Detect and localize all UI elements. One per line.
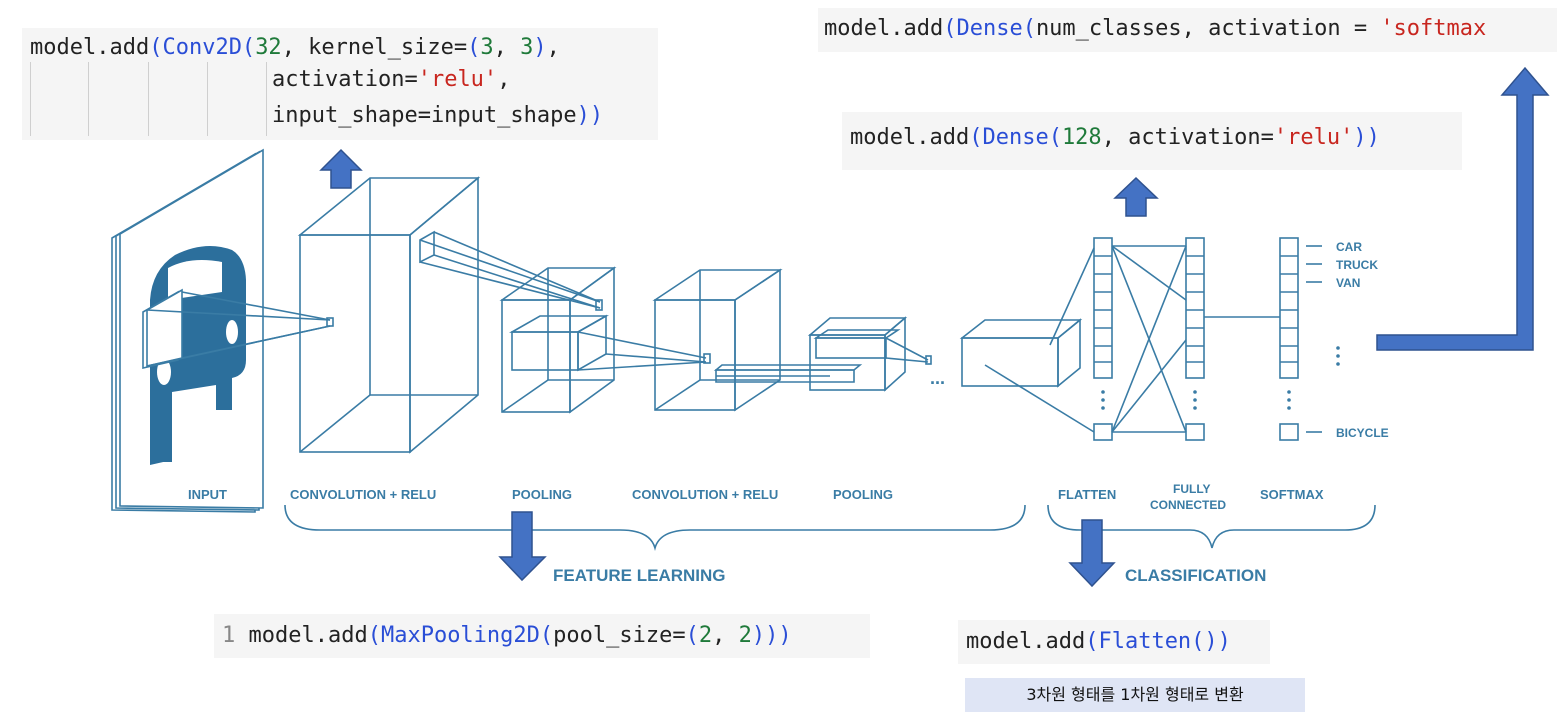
arrow-up-dense xyxy=(1113,176,1159,217)
feature-learning-brace xyxy=(284,504,1026,551)
arrow-down-flatten xyxy=(1068,519,1116,588)
code-line-1: model.add(Conv2D(32, kernel_size=(3, 3), xyxy=(30,35,560,60)
arrow-down-pooling xyxy=(498,511,547,582)
ellipsis-dots xyxy=(1101,346,1340,410)
label-softmax: SOFTMAX xyxy=(1260,487,1324,502)
code-block-maxpooling: 1 model.add(MaxPooling2D(pool_size=(2, 2… xyxy=(214,614,870,658)
pool1-volume xyxy=(499,266,617,414)
conv2-volume xyxy=(652,268,783,412)
fully-connected-column xyxy=(1185,237,1205,441)
label-classification: CLASSIFICATION xyxy=(1125,566,1266,585)
label-connected: CONNECTED xyxy=(1150,498,1226,512)
flatten-note: 3차원 형태를 1차원 형태로 변환 xyxy=(965,678,1305,712)
label-pool2: POOLING xyxy=(833,487,893,502)
indent-guides xyxy=(30,62,270,136)
code-block-conv2d: model.add(Conv2D(32, kernel_size=(3, 3), xyxy=(22,28,658,140)
arrow-up-conv xyxy=(319,148,363,189)
output-van: VAN xyxy=(1336,276,1360,290)
conv1-volume xyxy=(297,176,481,454)
pool2-volume xyxy=(807,316,908,392)
label-pool1: POOLING xyxy=(512,487,572,502)
flatten-column xyxy=(1093,237,1113,441)
label-input: INPUT xyxy=(188,487,227,502)
arrow-to-softmax xyxy=(1376,66,1550,351)
dots-label: ... xyxy=(930,368,945,388)
label-conv2: CONVOLUTION + RELU xyxy=(632,487,778,502)
output-truck: TRUCK xyxy=(1336,258,1378,272)
code-block-dense: model.add(Dense(128, activation='relu')) xyxy=(842,112,1462,170)
label-fully: FULLY xyxy=(1173,482,1211,496)
label-conv1: CONVOLUTION + RELU xyxy=(290,487,436,502)
code-block-softmax: model.add(Dense(num_classes, activation … xyxy=(818,8,1557,52)
output-bicycle: BICYCLE xyxy=(1336,426,1389,440)
code-line-3: input_shape=input_shape)) xyxy=(272,103,604,128)
code-line-2: activation='relu', xyxy=(272,67,511,92)
softmax-column xyxy=(1279,237,1299,441)
flatten-source-volume xyxy=(959,318,1083,388)
output-car: CAR xyxy=(1336,240,1362,254)
label-flatten: FLATTEN xyxy=(1058,487,1116,502)
code-block-flatten: model.add(Flatten()) xyxy=(958,620,1270,664)
classification-brace xyxy=(1047,504,1376,549)
label-feature-learning: FEATURE LEARNING xyxy=(553,566,726,585)
